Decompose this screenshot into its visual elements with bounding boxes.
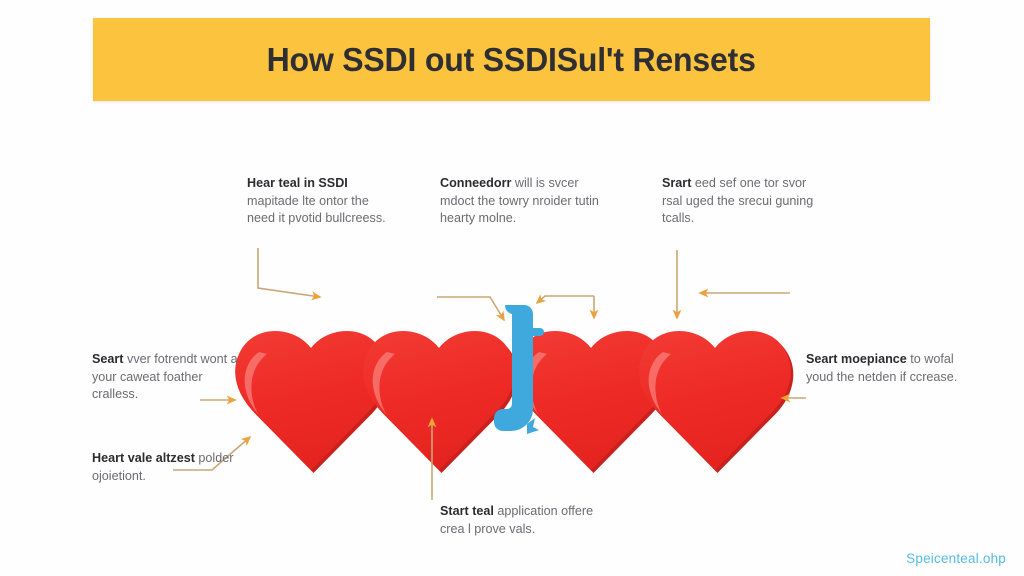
callout-top-right: Srart eed sef one tor svor rsal uged the…	[662, 175, 814, 228]
callout-top-left-body: mapitade lte ontor the need it pvotid bu…	[247, 193, 386, 226]
callout-bottom-center: Start teal application offere crea l pro…	[440, 503, 620, 538]
callout-top-right-body: eed sef one tor svor rsal uged the srecu…	[662, 176, 814, 225]
callout-low-left-lead: Heart vale altzest	[92, 451, 195, 465]
callout-low-left-body: polder ojoietiont.	[92, 451, 234, 483]
callout-mid-left-body: vver fotrendt wont a your caweat foather…	[92, 352, 238, 401]
callout-top-left-lead: Hear teal in SSDI	[247, 176, 348, 190]
callout-top-left: Hear teal in SSDI mapitade lte ontor the…	[247, 175, 399, 228]
blue-j-glyph	[494, 305, 544, 434]
callout-top-center-body: will is svcer mdoct the towry nroider tu…	[440, 176, 599, 225]
connector-top-left	[257, 248, 322, 301]
callout-bottom-center-body: application offere crea l prove vals.	[440, 504, 594, 536]
callout-mid-right: Seart moepiance to wofal youd the netden…	[806, 351, 958, 386]
callout-low-left: Heart vale altzest polder ojoietiont.	[92, 450, 272, 485]
callout-mid-left: Seart vver fotrendt wont a your caweat f…	[92, 351, 244, 404]
callout-top-center-lead: Conneedorr	[440, 176, 512, 190]
callout-mid-right-lead: Seart moepiance	[806, 352, 907, 366]
connector-top-center-left	[437, 296, 505, 322]
heart-shape-3	[515, 331, 670, 473]
page-title: How SSDI out SSDISul't Rensets	[266, 40, 757, 78]
callout-top-right-lead: Srart	[662, 176, 692, 190]
heart-shape-4	[639, 331, 794, 473]
title-banner: How SSDI out SSDISul't Rensets	[93, 18, 930, 101]
connector-top-center-right	[535, 294, 594, 305]
footer-watermark: Speicenteal.ohp	[906, 551, 1006, 566]
callout-bottom-center-lead: Start teal	[440, 504, 494, 518]
callout-mid-right-body: to wofal youd the netden if ccrease.	[806, 352, 958, 384]
heart-shape-2	[363, 331, 518, 473]
callout-top-center: Conneedorr will is svcer mdoct the towry…	[440, 175, 610, 228]
callout-mid-left-lead: Seart	[92, 352, 124, 366]
